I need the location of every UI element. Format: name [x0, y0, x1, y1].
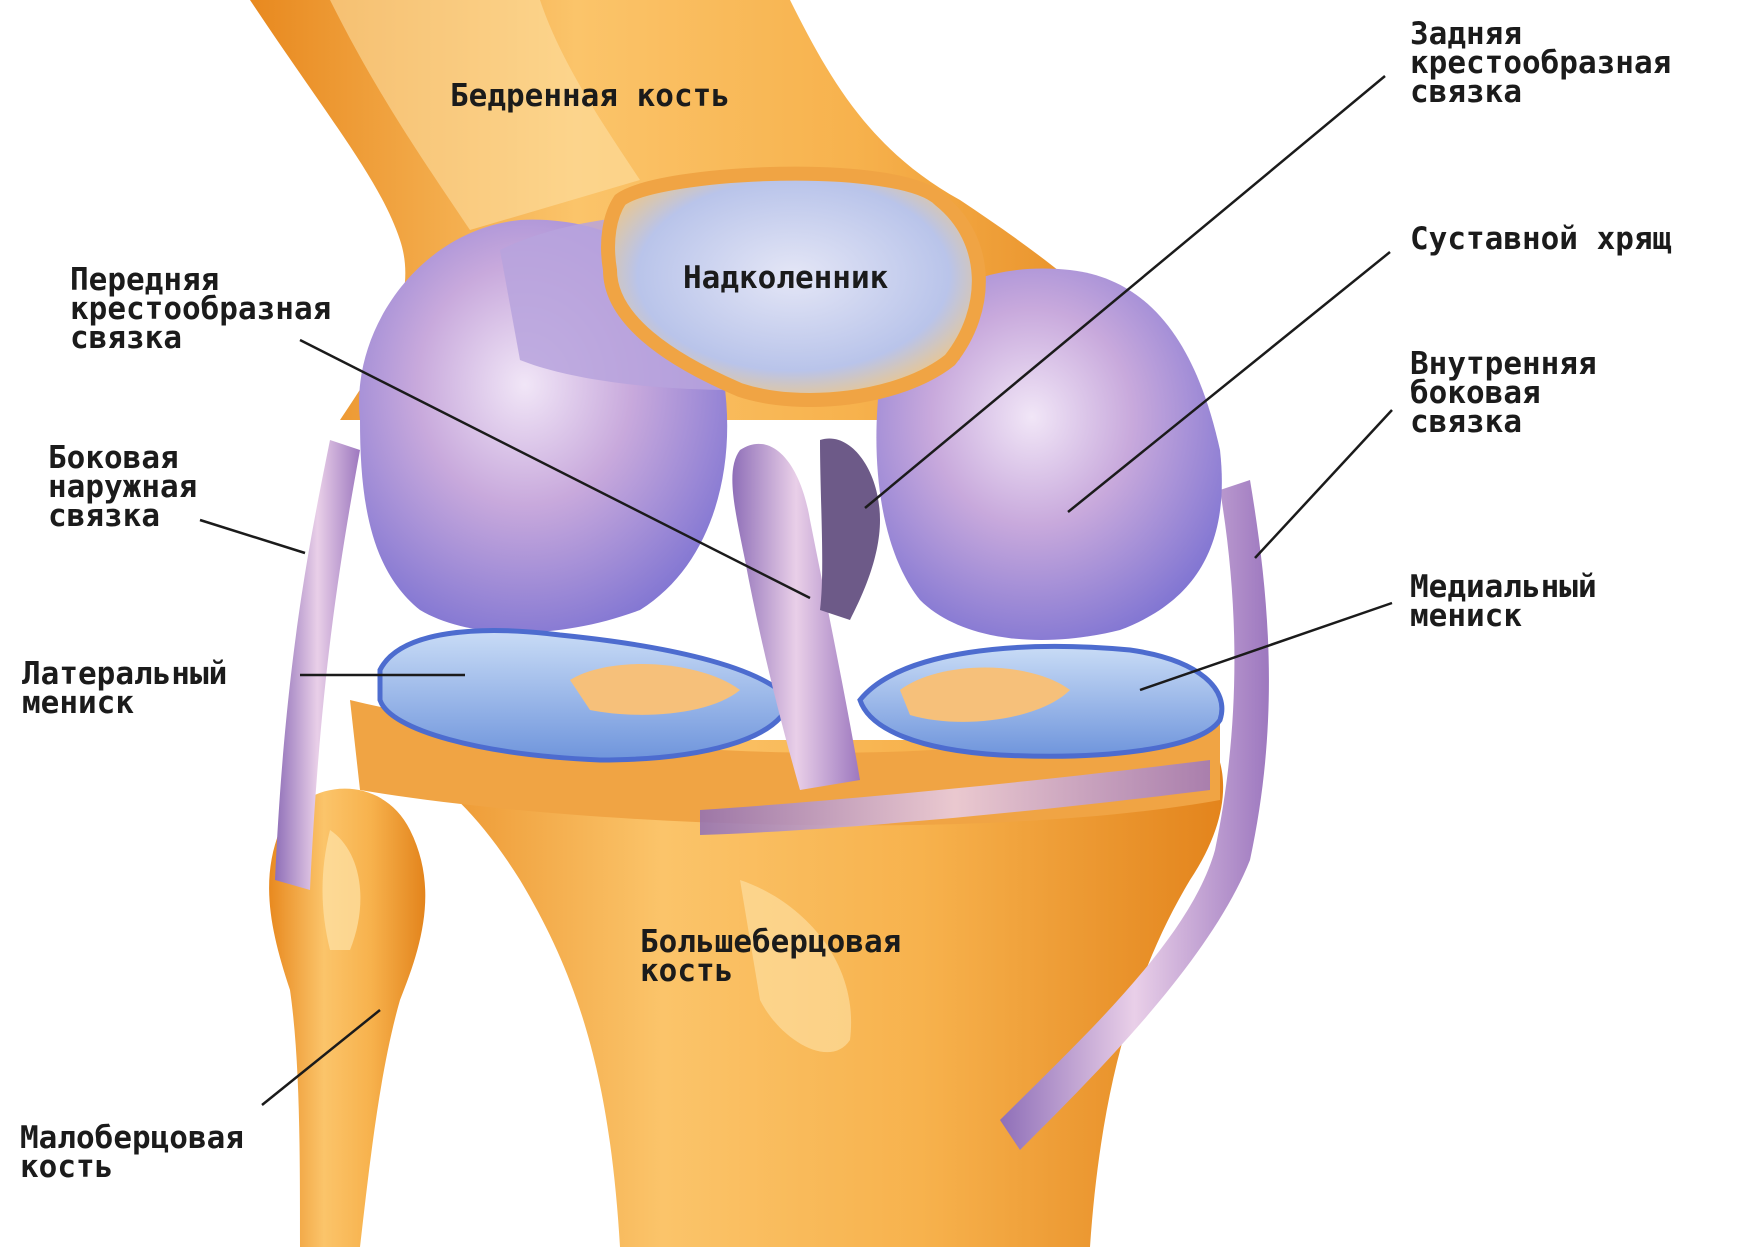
label-fibula: Малоберцовая кость	[20, 1124, 244, 1182]
label-anterior-cruciate-ligament: Передняя крестообразная связка	[70, 266, 331, 353]
label-femur: Бедренная кость	[450, 82, 730, 111]
label-medial-meniscus: Медиальный мениск	[1410, 573, 1597, 631]
label-posterior-cruciate-ligament: Задняя крестообразная связка	[1410, 20, 1671, 107]
posterior-cruciate-ligament	[820, 438, 880, 620]
label-patella: Надколенник	[683, 264, 888, 293]
label-lateral-collateral-ligament: Боковая наружная связка	[48, 444, 197, 531]
leader-medial-collateral	[1255, 410, 1392, 558]
leader-lateral-collateral	[200, 520, 305, 553]
label-articular-cartilage: Суставной хрящ	[1410, 225, 1671, 254]
label-tibia: Большеберцовая кость	[640, 928, 901, 986]
label-medial-collateral-ligament: Внутренняя боковая связка	[1410, 350, 1597, 437]
label-lateral-meniscus: Латеральный мениск	[22, 660, 227, 718]
